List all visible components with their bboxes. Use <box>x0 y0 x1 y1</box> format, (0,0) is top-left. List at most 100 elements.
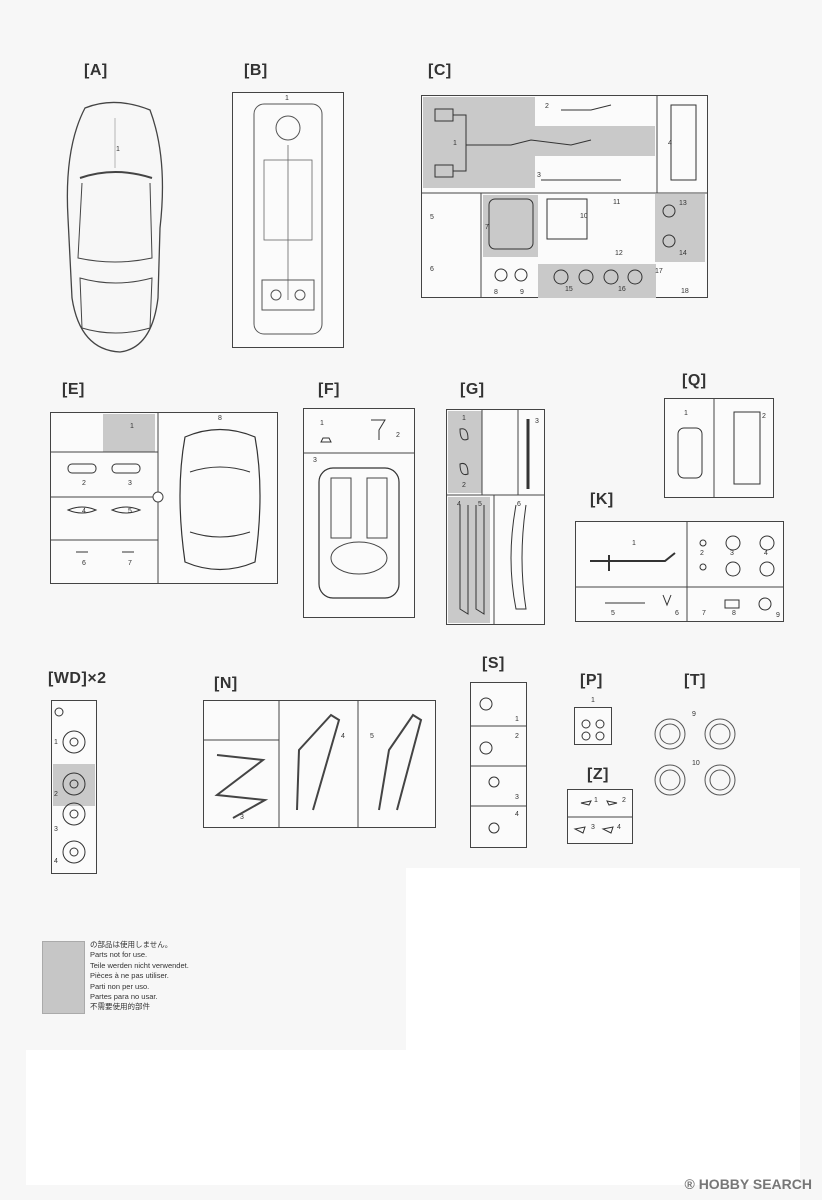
part-number: 7 <box>128 560 132 567</box>
part-number: 16 <box>618 286 626 293</box>
legend-line: Partes para no usar. <box>90 992 158 1002</box>
part-number: 4 <box>54 858 58 865</box>
part-number: 1 <box>116 146 120 153</box>
part-number: 1 <box>591 697 595 704</box>
part-number: 4 <box>457 501 461 508</box>
part-number: 3 <box>54 826 58 833</box>
group-label-t: [T] <box>684 672 706 689</box>
part-number: 1 <box>515 716 519 723</box>
part-number: 2 <box>545 103 549 110</box>
runner-p-parts-drawing <box>581 719 605 741</box>
part-number: 4 <box>82 508 86 515</box>
group-label-k: [K] <box>590 491 614 508</box>
part-number: 2 <box>515 733 519 740</box>
part-number: 2 <box>622 797 626 804</box>
part-number: 2 <box>82 480 86 487</box>
part-number: 4 <box>668 140 672 147</box>
group-label-c: [C] <box>428 62 452 79</box>
tires-drawing <box>654 718 736 796</box>
part-number: 3 <box>591 824 595 831</box>
unused-part-area <box>423 97 535 188</box>
group-label-s: [S] <box>482 655 505 672</box>
blank-area <box>406 868 800 1050</box>
part-number: 6 <box>430 266 434 273</box>
unused-part-area <box>448 497 490 623</box>
part-number: 5 <box>478 501 482 508</box>
part-number: 4 <box>764 550 768 557</box>
legend-line: の部品は使用しません。 <box>90 940 173 949</box>
part-number: 8 <box>218 415 222 422</box>
chassis-drawing <box>253 103 323 335</box>
legend-line: Pièces à ne pas utiliser. <box>90 971 169 981</box>
part-number: 2 <box>396 432 400 439</box>
wheels-drawing <box>54 707 86 864</box>
part-number: 1 <box>130 423 134 430</box>
part-number: 4 <box>341 733 345 740</box>
part-number: 1 <box>285 95 289 102</box>
group-label-wd: [WD]×2 <box>48 670 107 687</box>
runner-z-parts-drawing <box>567 800 633 834</box>
group-label-p: [P] <box>580 672 603 689</box>
runner-f <box>303 408 415 618</box>
part-number: 9 <box>776 612 780 619</box>
part-number: 6 <box>675 610 679 617</box>
group-label-q: [Q] <box>682 372 707 389</box>
legend-line: Parti non per uso. <box>90 981 150 991</box>
runner-q-parts-drawing <box>677 398 761 498</box>
part-number: 1 <box>632 540 636 547</box>
watermark-symbol: ® <box>684 1176 695 1192</box>
part-number: 10 <box>692 760 700 767</box>
part-number: 18 <box>681 288 689 295</box>
part-number: 10 <box>580 213 588 220</box>
group-label-f: [F] <box>318 381 340 398</box>
runner-k <box>575 521 784 622</box>
part-number: 3 <box>240 814 244 821</box>
unused-part-area <box>483 195 538 257</box>
part-number: 7 <box>485 224 489 231</box>
part-number: 9 <box>692 711 696 718</box>
part-number: 12 <box>615 250 623 257</box>
unused-part-area <box>655 194 705 262</box>
group-label-e: [E] <box>62 381 85 398</box>
part-number: 8 <box>494 289 498 296</box>
part-number: 1 <box>684 410 688 417</box>
part-number: 8 <box>732 610 736 617</box>
legend-line: Teile werden nicht verwendet. <box>90 960 189 970</box>
unused-parts-legend: の部品は使用しません。 Parts not for use. Teile wer… <box>90 940 189 1013</box>
unused-part-area <box>53 764 95 806</box>
part-number: 1 <box>320 420 324 427</box>
body-shell-drawing <box>66 101 164 353</box>
runner-s <box>470 682 527 848</box>
part-number: 3 <box>128 480 132 487</box>
part-number: 2 <box>700 550 704 557</box>
runner-e-parts-drawing <box>50 412 261 584</box>
part-number: 4 <box>617 824 621 831</box>
unused-part-area <box>103 414 155 452</box>
runner-q <box>664 398 774 498</box>
part-number: 3 <box>730 550 734 557</box>
part-number: 5 <box>611 610 615 617</box>
group-label-a: [A] <box>84 62 108 79</box>
group-label-n: [N] <box>214 675 238 692</box>
part-number: 1 <box>462 415 466 422</box>
group-label-b: [B] <box>244 62 268 79</box>
part-number: 5 <box>128 508 132 515</box>
part-number: 6 <box>82 560 86 567</box>
part-number: 2 <box>54 791 58 798</box>
legend-line: Parts not for use. <box>90 950 148 960</box>
part-number: 3 <box>535 418 539 425</box>
part-number: 7 <box>702 610 706 617</box>
part-number: 11 <box>613 199 621 206</box>
unused-parts-swatch <box>42 941 85 1014</box>
part-number: 1 <box>54 739 58 746</box>
runner-s-parts-drawing <box>470 697 527 834</box>
part-number: 5 <box>430 214 434 221</box>
group-label-g: [G] <box>460 381 485 398</box>
part-number: 3 <box>537 172 541 179</box>
part-number: 1 <box>594 797 598 804</box>
legend-line: 不需要使用的部件 <box>90 1002 150 1012</box>
part-number: 6 <box>517 501 521 508</box>
runner-e <box>50 412 278 584</box>
watermark: ® HOBBY SEARCH <box>684 1176 812 1192</box>
